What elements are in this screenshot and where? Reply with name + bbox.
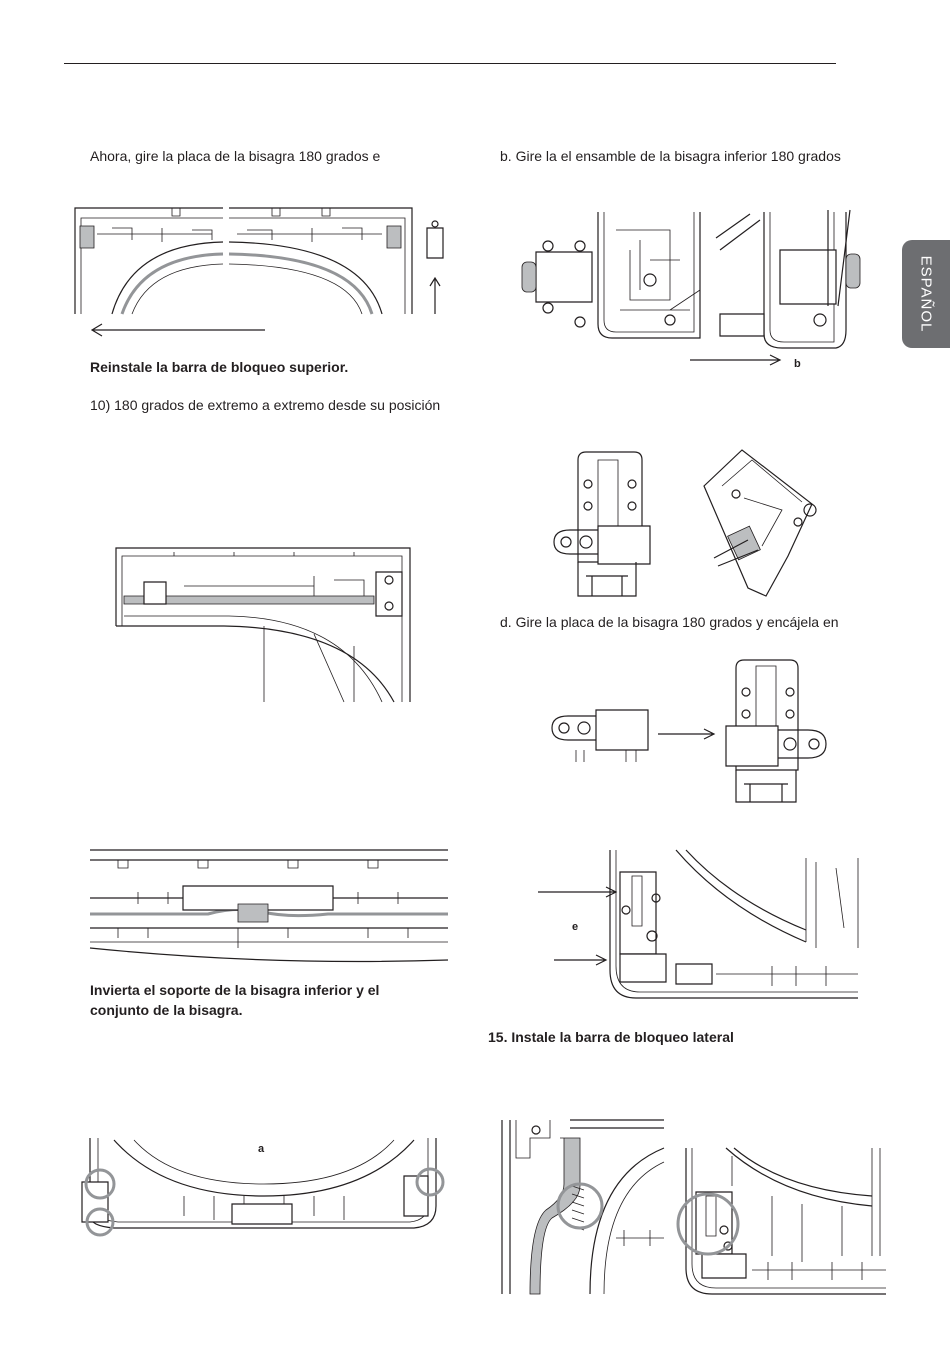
figure-plate-rotate-fit (550, 658, 832, 804)
step-15-heading: 15. Instale la barra de bloqueo lateral (488, 1029, 734, 1045)
label-a: a (258, 1143, 265, 1155)
figure-top-bar-closeup (88, 848, 450, 974)
header-rule (64, 63, 836, 64)
language-tab: ESPAÑOL (902, 240, 950, 348)
reinstall-top-bar-heading: Reinstale la barra de bloqueo superior. (90, 359, 349, 375)
figure-door-top-corner (114, 546, 414, 706)
figure-bottom-corner-circled (672, 1146, 888, 1298)
invert-support-heading-line1: Invierta el soporte de la bisagra inferi… (90, 982, 380, 998)
figure-side-bar-spring (500, 1118, 668, 1296)
invert-support-heading-line2: conjunto de la bisagra. (90, 1002, 243, 1018)
label-b: b (794, 358, 801, 370)
label-e: e (572, 921, 578, 933)
step-b-text: b. Gire la el ensamble de la bisagra inf… (500, 148, 841, 164)
step-d-text: d. Gire la placa de la bisagra 180 grado… (500, 614, 839, 630)
figure-lower-hinge-rotate: b (520, 210, 866, 370)
figure-hinge-bracket-views (552, 446, 852, 608)
figure-door-top-plate (72, 204, 462, 344)
step-rotate-plate-text: Ahora, gire la placa de la bisagra 180 g… (90, 148, 381, 164)
language-tab-label: ESPAÑOL (917, 255, 935, 333)
figure-bottom-corner-hinge: e (536, 848, 862, 1004)
step-10-text: 10) 180 grados de extremo a extremo desd… (90, 397, 441, 413)
figure-door-bottom-hinges: a (74, 1136, 454, 1240)
